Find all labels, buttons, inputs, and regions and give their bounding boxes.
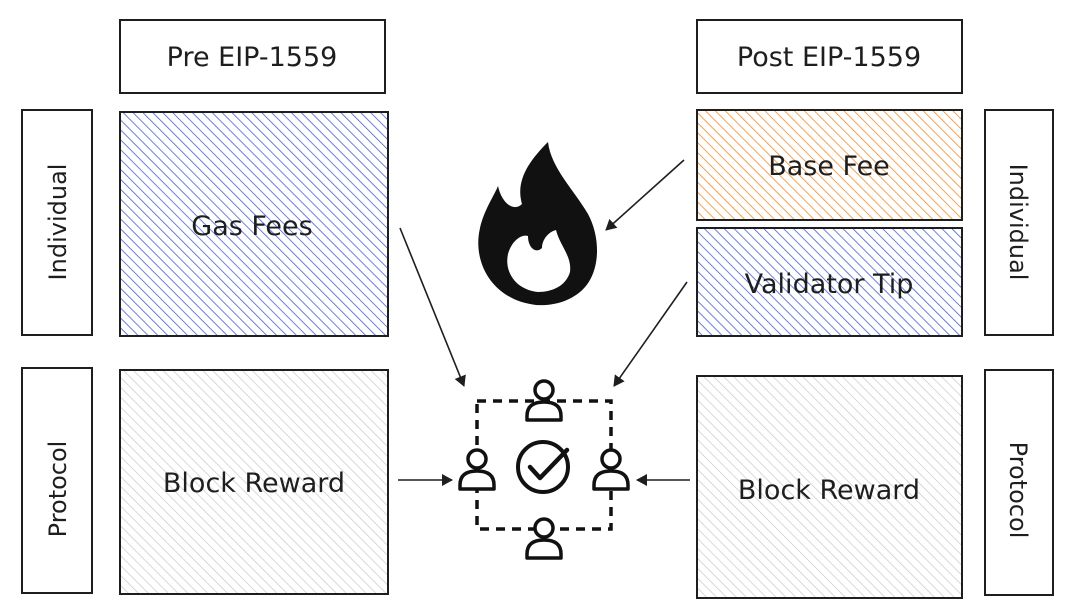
base-fee-label: Base Fee [768,151,890,182]
arrow-gas-fees-to-validators [399,227,466,387]
gas-fees-label: Gas Fees [191,211,312,242]
right-protocol-label: Protocol [1004,442,1032,539]
pre-block-reward-label: Block Reward [163,468,345,499]
left-individual-label-box: Individual [21,109,93,336]
base-fee-box: Base Fee [696,109,963,221]
arrow-base-fee-to-flame [605,159,685,231]
arrow-validator-tip-to-validators [613,281,688,387]
pre-eip1559-header: Pre EIP-1559 [119,19,386,94]
post-block-reward-label: Block Reward [738,475,920,506]
post-eip1559-header: Post EIP-1559 [696,19,963,94]
person-icon [592,448,630,491]
right-individual-label: Individual [1004,164,1032,281]
post-block-reward-box: Block Reward [696,375,963,599]
pre-eip1559-label: Pre EIP-1559 [167,42,338,73]
arrows [398,159,690,486]
person-icon [458,448,496,491]
post-eip1559-label: Post EIP-1559 [737,42,921,73]
validator-network-icon [458,379,630,560]
left-protocol-label-box: Protocol [21,367,93,594]
left-individual-label: Individual [44,164,72,281]
validator-tip-label: Validator Tip [745,269,914,300]
person-icon [525,517,563,560]
gas-fees-box: Gas Fees [119,111,389,337]
pre-block-reward-box: Block Reward [119,369,389,595]
validator-tip-box: Validator Tip [696,227,963,337]
check-circle-icon [516,440,570,494]
right-protocol-label-box: Protocol [984,369,1054,596]
person-icon [525,379,563,422]
left-protocol-label: Protocol [44,441,72,538]
right-individual-label-box: Individual [984,109,1054,336]
flame-icon [478,142,598,306]
